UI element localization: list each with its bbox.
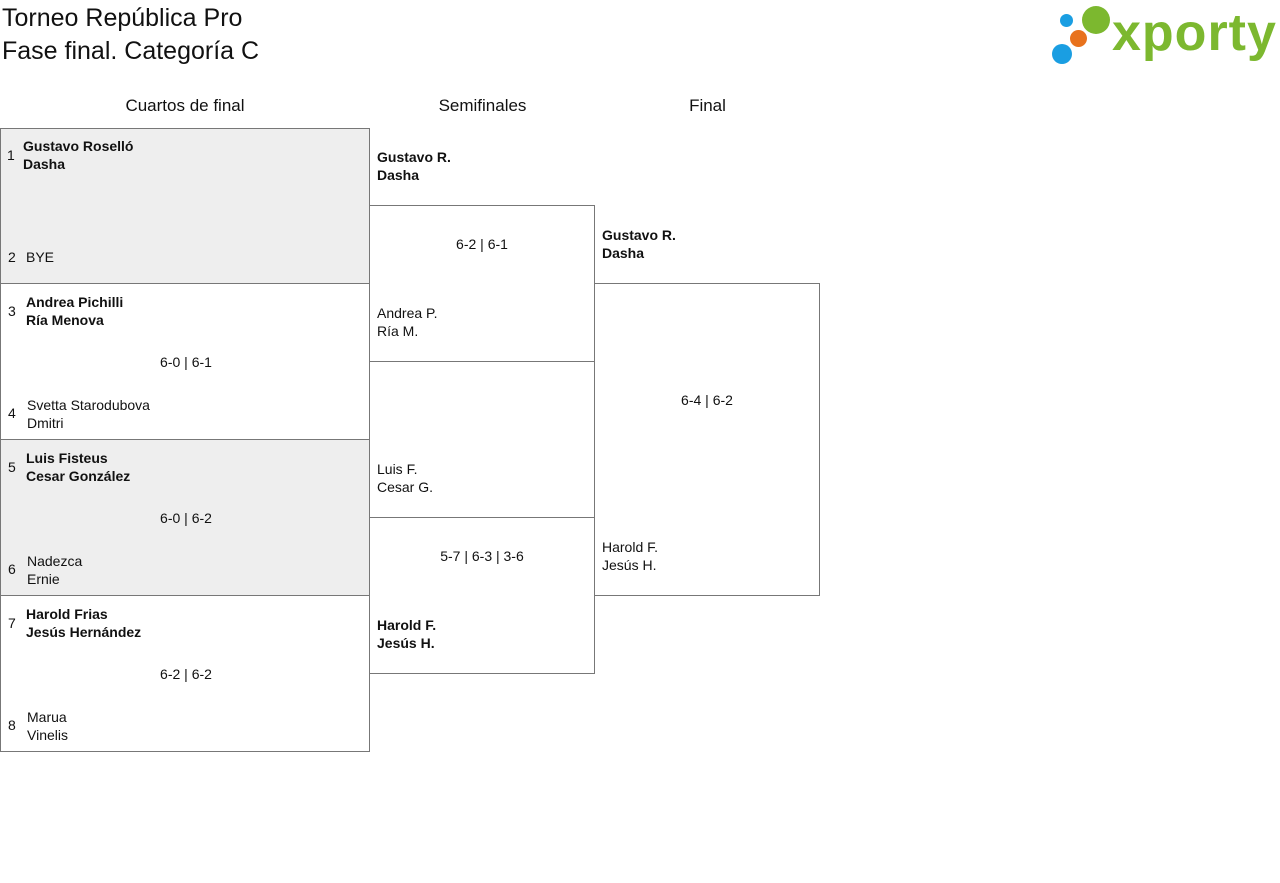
player-name: Ría Menova	[26, 312, 104, 328]
player-name: Ría M.	[377, 323, 419, 339]
match-score: 6-2 | 6-2	[160, 666, 212, 682]
player-name: Marua	[27, 709, 67, 725]
player-name: Cesar González	[26, 468, 131, 484]
seed-number: 8	[8, 717, 16, 733]
title-line-2: Fase final. Categoría C	[2, 37, 260, 65]
player-name: Gustavo R.	[602, 227, 676, 243]
match-score: 6-0 | 6-2	[160, 510, 212, 526]
xporty-logo: xporty	[1050, 2, 1276, 68]
logo-dot-green-icon	[1082, 6, 1110, 34]
team-top: Luis Fisteus Cesar González	[26, 449, 130, 485]
seed-number: 7	[8, 615, 16, 631]
final-team-top: Gustavo R. Dasha	[602, 226, 676, 262]
seed-number: 1	[7, 147, 15, 163]
team-bottom: Nadezca Ernie	[27, 552, 82, 588]
title-line-1: Torneo República Pro	[2, 4, 243, 32]
team-top: Andrea Pichilli Ría Menova	[26, 293, 123, 329]
player-name: Luis F.	[377, 461, 418, 477]
player-name: Jesús Hernández	[26, 624, 142, 640]
logo-dot-orange-icon	[1070, 30, 1087, 47]
player-name: Dasha	[23, 156, 66, 172]
player-name: Andrea P.	[377, 305, 438, 321]
team-top: Harold Frias Jesús Hernández	[26, 605, 141, 641]
player-name: Jesús H.	[602, 557, 657, 573]
seed-number: 2	[8, 249, 16, 265]
player-name: Cesar G.	[377, 479, 434, 495]
player-name: Gustavo R.	[377, 149, 451, 165]
round-header-semifinals: Semifinales	[438, 96, 527, 115]
seed-number: 5	[8, 459, 16, 475]
quarterfinal-match-3: 5 Luis Fisteus Cesar González 6-0 | 6-2 …	[0, 439, 370, 596]
team-bottom: BYE	[26, 248, 54, 266]
quarterfinal-match-4: 7 Harold Frias Jesús Hernández 6-2 | 6-2…	[0, 595, 370, 752]
seed-number: 3	[8, 303, 16, 319]
round-header-final: Final	[689, 96, 726, 115]
seed-number: 6	[8, 561, 16, 577]
quarterfinal-match-1: 1 Gustavo Roselló Dasha 2 BYE	[0, 128, 370, 284]
player-name: Dmitri	[27, 415, 64, 431]
player-name: Ernie	[27, 571, 60, 587]
semifinal-1-score: 6-2 | 6-1	[456, 236, 508, 252]
player-name: Dasha	[602, 245, 645, 261]
round-header-quarterfinals: Cuartos de final	[125, 96, 245, 115]
final-match	[594, 283, 820, 596]
player-name: Harold F.	[602, 539, 659, 555]
logo-dot-blue-small-icon	[1060, 14, 1073, 27]
player-name: Svetta Starodubova	[27, 397, 150, 413]
player-name: Andrea Pichilli	[26, 294, 124, 310]
page-title: Torneo República Pro Fase final. Categor…	[2, 2, 259, 68]
semifinal-1-team-bottom: Andrea P. Ría M.	[377, 304, 437, 340]
player-name: Dasha	[377, 167, 420, 183]
player-name: Nadezca	[27, 553, 83, 569]
final-score: 6-4 | 6-2	[681, 392, 733, 408]
logo-dot-blue-large-icon	[1052, 44, 1072, 64]
logo-text: xporty	[1112, 4, 1277, 62]
player-name: BYE	[26, 249, 55, 265]
semifinal-2-team-top: Luis F. Cesar G.	[377, 460, 433, 496]
semifinal-2-score: 5-7 | 6-3 | 3-6	[440, 548, 524, 564]
team-bottom: Svetta Starodubova Dmitri	[27, 396, 150, 432]
seed-number: 4	[8, 405, 16, 421]
player-name: Luis Fisteus	[26, 450, 108, 466]
player-name: Jesús H.	[377, 635, 435, 651]
team-bottom: Marua Vinelis	[27, 708, 68, 744]
team-top: Gustavo Roselló Dasha	[23, 137, 133, 173]
player-name: Vinelis	[27, 727, 68, 743]
semifinal-2-team-bottom: Harold F. Jesús H.	[377, 616, 436, 652]
player-name: Harold Frias	[26, 606, 108, 622]
match-score: 6-0 | 6-1	[160, 354, 212, 370]
player-name: Harold F.	[377, 617, 437, 633]
final-team-bottom: Harold F. Jesús H.	[602, 538, 658, 574]
quarterfinal-match-2: 3 Andrea Pichilli Ría Menova 6-0 | 6-1 4…	[0, 283, 370, 440]
player-name: Gustavo Roselló	[23, 138, 134, 154]
semifinal-1-team-top: Gustavo R. Dasha	[377, 148, 451, 184]
